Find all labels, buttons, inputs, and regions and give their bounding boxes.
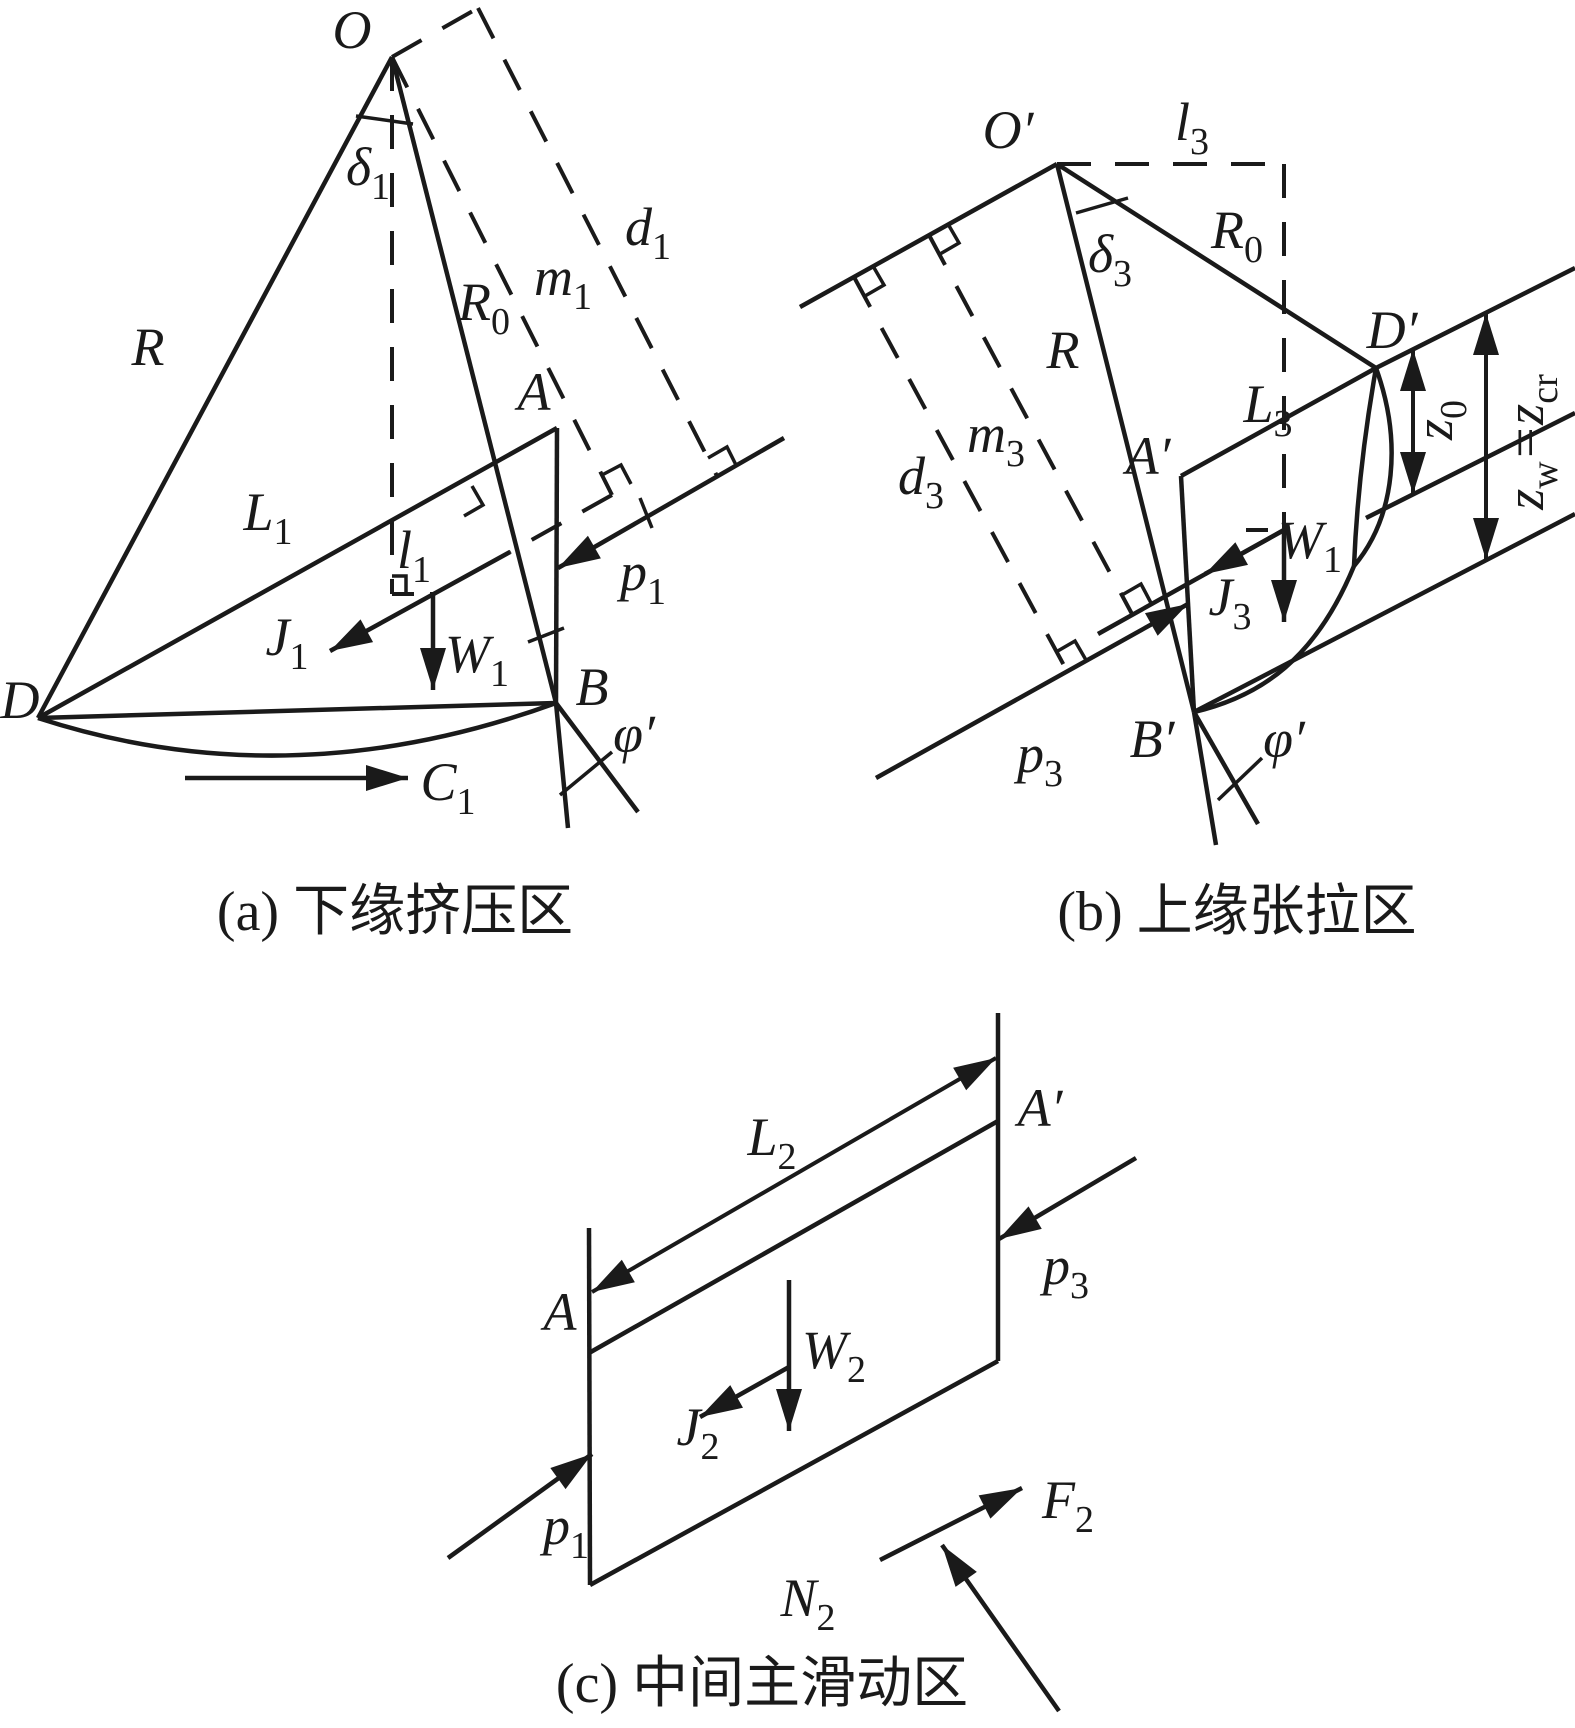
fig-b-base-line-through-Bp bbox=[1192, 512, 1575, 714]
fig-b-label-Dprime: D′ bbox=[1366, 300, 1419, 360]
fig-a-J1-line-of-action-dashed bbox=[509, 493, 613, 554]
fig-a-label-B: B bbox=[576, 657, 609, 717]
fig-a-label-R0: R0 bbox=[457, 272, 510, 343]
fig-a-right-angle-on-slope bbox=[463, 485, 486, 518]
fig-b-phi-right-line bbox=[1192, 710, 1260, 826]
fig-a-label-J1: J1 bbox=[266, 607, 309, 678]
fig-c-label-A: A bbox=[541, 1282, 578, 1342]
fig-c-N2-force-arrow bbox=[940, 1543, 1061, 1713]
fig-b-label-p3: p3 bbox=[1013, 724, 1063, 795]
fig-c-left-edge-A-line bbox=[586, 1227, 593, 1586]
fig-b-label-R0: R0 bbox=[1210, 200, 1263, 271]
fig-a-phi-tick-leader bbox=[558, 750, 614, 797]
fig-b-label-Aprime: A′ bbox=[1123, 426, 1172, 486]
fig-b-label-zw-zcr: zw=zcr bbox=[1495, 374, 1566, 511]
fig-b-delta3-angle-tick bbox=[1075, 196, 1129, 215]
fig-b-crack-wall-line bbox=[1351, 367, 1379, 567]
fig-b-phi-tick-leader bbox=[1216, 756, 1264, 802]
fig-a-phi-left-line bbox=[553, 702, 571, 829]
fig-a-label-C1: C1 bbox=[420, 752, 475, 823]
fig-a-slope-L1-line bbox=[36, 426, 559, 720]
fig-a-caption: (a) 下缘挤压区 bbox=[217, 881, 573, 943]
fig-a-label-D: D bbox=[0, 670, 40, 730]
fig-b-water-level-line bbox=[1364, 410, 1575, 521]
fig-c-caption: (c) 中间主滑动区 bbox=[556, 1653, 968, 1715]
fig-a-phi-right-line bbox=[554, 701, 640, 814]
fig-c-F2-force-arrow bbox=[878, 1485, 1024, 1563]
fig-b-label-Oprime: O′ bbox=[983, 100, 1035, 160]
fig-a-m1-foot-tick bbox=[638, 497, 654, 529]
fig-c-bottom-edge-line bbox=[588, 1359, 1000, 1587]
fig-a-right-angle-l1 bbox=[392, 574, 408, 594]
fig-c-p1-force-arrow bbox=[446, 1452, 594, 1560]
fig-b-radius-R0-line bbox=[1055, 162, 1378, 370]
fig-a-label-delta1: δ1 bbox=[346, 137, 390, 208]
fig-a-p1-force-arrow bbox=[556, 436, 786, 570]
fig-a-label-A: A bbox=[515, 362, 552, 422]
fig-a-label-R: R bbox=[131, 317, 165, 377]
fig-b-group: O′ l3 δ3 R0 R D′ L3 A′ m3 d3 W1 J3 p3 B′… bbox=[798, 92, 1575, 943]
fig-b-slip-curve bbox=[1193, 367, 1394, 715]
fig-a-m1-arm-dashed bbox=[390, 56, 614, 496]
fig-a-label-W1: W1 bbox=[445, 624, 509, 695]
fig-b-d3-arm-dashed bbox=[852, 276, 1069, 672]
fig-a-angle-tick-R0-AB bbox=[527, 626, 565, 644]
fig-a-group: O δ1 d1 m1 R0 R A L1 l1 p1 J1 W1 D B φ′ … bbox=[0, 0, 786, 943]
fig-b-p3-force-arrow bbox=[874, 602, 1190, 780]
fig-b-label-z0: z0 bbox=[1404, 400, 1475, 441]
fig-c-label-W2: W2 bbox=[802, 1320, 866, 1391]
fig-a-label-L1: L1 bbox=[242, 482, 292, 553]
fig-a-label-m1: m1 bbox=[534, 247, 592, 318]
fig-c-label-Aprime: A′ bbox=[1015, 1078, 1064, 1138]
fig-c-label-J2: J2 bbox=[677, 1397, 720, 1468]
fig-c-label-L2: L2 bbox=[746, 1107, 796, 1178]
fig-b-label-L3: L3 bbox=[1242, 374, 1292, 445]
fig-b-slope-L3-line bbox=[1179, 366, 1378, 478]
fig-a-right-angle-d1-p1 bbox=[707, 444, 739, 468]
fig-b-m3-arm-dashed bbox=[927, 234, 1134, 615]
fig-a-J1-force-arrow bbox=[328, 550, 512, 653]
fig-b-label-Bprime: B′ bbox=[1130, 709, 1176, 769]
fig-a-label-p1: p1 bbox=[616, 542, 666, 613]
fig-a-slip-arc bbox=[37, 700, 557, 758]
fig-b-right-angle-d3-ground bbox=[864, 265, 887, 298]
fig-a-chord-DB-line bbox=[37, 700, 557, 721]
fig-b-edge-ApBp-line bbox=[1178, 475, 1197, 713]
fig-c-label-N2: N2 bbox=[779, 1568, 835, 1639]
fig-a-radius-R0-line bbox=[389, 56, 559, 704]
fig-b-caption: (b) 上缘张拉区 bbox=[1057, 881, 1416, 943]
fig-c-group: L2 A′ A p3 W2 J2 p1 F2 N2 (c) 中间主滑动区 bbox=[446, 1013, 1138, 1715]
fig-a-d1-arm-dashed bbox=[476, 7, 720, 479]
fig-b-label-W1: W1 bbox=[1278, 510, 1342, 581]
fig-a-edge-AB-line bbox=[553, 427, 560, 704]
fig-b-label-l3: l3 bbox=[1175, 92, 1209, 163]
fig-c-label-p3: p3 bbox=[1039, 1236, 1089, 1307]
fig-c-label-F2: F2 bbox=[1041, 1470, 1094, 1541]
fig-b-label-m3: m3 bbox=[967, 404, 1025, 475]
fig-a-right-angle-m1-J1 bbox=[601, 462, 633, 485]
fig-a-label-l1: l1 bbox=[397, 520, 431, 591]
fig-c-J2-force-arrow bbox=[698, 1365, 791, 1419]
fig-b-label-delta3: δ3 bbox=[1088, 224, 1132, 295]
fig-a-label-d1: d1 bbox=[625, 197, 671, 268]
fig-b-label-J3: J3 bbox=[1209, 567, 1252, 638]
fig-a-label-phi: φ′ bbox=[613, 704, 656, 764]
fig-c-L2-dimension-arrow bbox=[590, 1056, 998, 1294]
fig-a-delta1-angle-tick bbox=[355, 114, 414, 126]
fig-b-J3-force-arrow bbox=[1203, 528, 1286, 576]
fig-c-label-p1: p1 bbox=[539, 1496, 589, 1567]
fig-a-d1-top-connector-dashed bbox=[391, 6, 479, 59]
fig-c-p3-force-arrow bbox=[997, 1156, 1138, 1241]
fig-b-label-phi: φ′ bbox=[1263, 709, 1306, 769]
fig-b-label-d3: d3 bbox=[898, 446, 944, 517]
fig-b-phi-left-line bbox=[1191, 711, 1219, 846]
fig-b-right-angle-m3-J3 bbox=[1121, 581, 1153, 604]
fig-b-right-angle-m3-ground bbox=[939, 223, 962, 256]
fig-b-label-R: R bbox=[1046, 320, 1080, 380]
fig-b-right-angle-d3-p3 bbox=[1055, 638, 1088, 661]
fig-a-label-O: O bbox=[333, 0, 372, 60]
fig-a-radius-R-line bbox=[36, 55, 394, 720]
